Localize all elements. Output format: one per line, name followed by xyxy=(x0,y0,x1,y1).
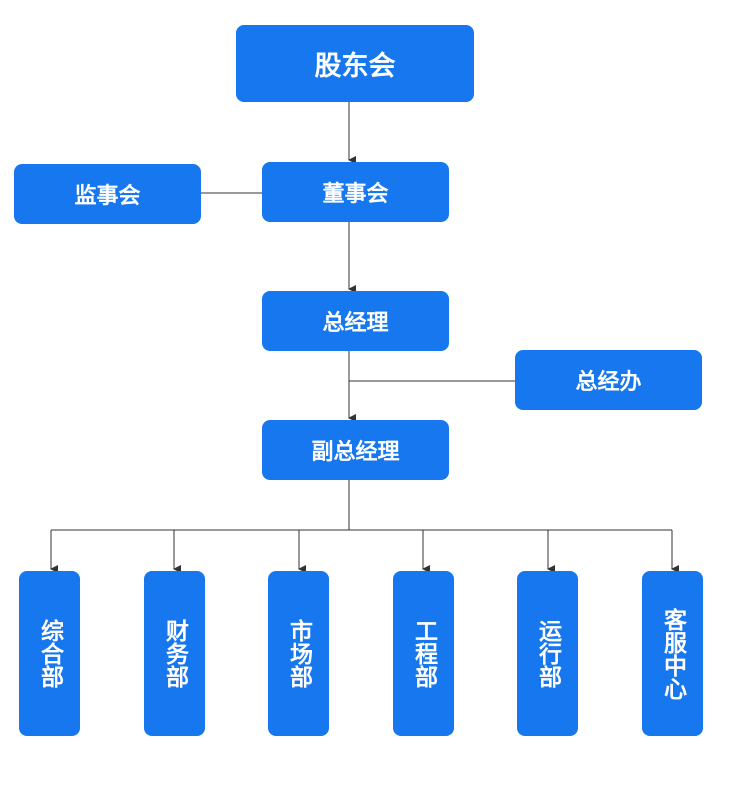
node-gm-office: 总经办 xyxy=(515,350,702,410)
node-board: 董事会 xyxy=(262,162,449,222)
node-dept-general-affairs: 综合部 xyxy=(19,571,80,736)
node-deputy-gm: 副总经理 xyxy=(262,420,449,480)
node-shareholders: 股东会 xyxy=(236,25,474,102)
node-supervisors: 监事会 xyxy=(14,164,201,224)
node-dept-customer-service: 客服中心 xyxy=(642,571,703,736)
node-dept-operations: 运行部 xyxy=(517,571,578,736)
node-dept-finance: 财务部 xyxy=(144,571,205,736)
node-dept-engineering: 工程部 xyxy=(393,571,454,736)
node-dept-marketing: 市场部 xyxy=(268,571,329,736)
node-general-manager: 总经理 xyxy=(262,291,449,351)
